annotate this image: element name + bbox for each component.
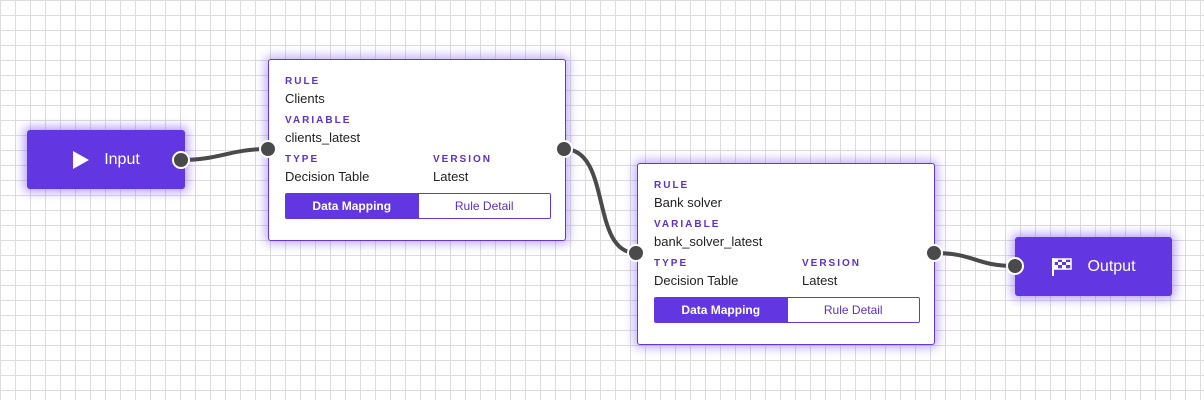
- variable-label: VARIABLE: [654, 219, 721, 230]
- version-label: VERSION: [802, 258, 862, 269]
- rule-field: RULE Clients: [285, 76, 549, 107]
- rule-label: RULE: [654, 180, 690, 191]
- type-label: TYPE: [654, 258, 689, 269]
- bank-solver-in-port[interactable]: [627, 244, 645, 262]
- variable-label: VARIABLE: [285, 115, 352, 126]
- type-label: TYPE: [285, 154, 320, 165]
- input-node-out-port[interactable]: [172, 151, 190, 169]
- rule-label: RULE: [285, 76, 321, 87]
- rule-node-clients[interactable]: RULE Clients VARIABLE clients_latest TYP…: [268, 59, 566, 241]
- clients-out-port[interactable]: [555, 140, 573, 158]
- rule-node-actions: Data Mapping Rule Detail: [285, 193, 551, 219]
- rule-detail-button[interactable]: Rule Detail: [417, 194, 550, 218]
- output-node-label: Output: [1087, 257, 1136, 275]
- input-node[interactable]: Input: [27, 130, 185, 189]
- input-node-label: Input: [104, 150, 140, 168]
- type-value: Decision Table: [285, 169, 370, 184]
- edge-clients-to-bank-solver[interactable]: [563, 147, 637, 255]
- output-node-in-port[interactable]: [1006, 257, 1024, 275]
- type-value: Decision Table: [654, 273, 739, 288]
- bank-solver-out-port[interactable]: [925, 244, 943, 262]
- clients-in-port[interactable]: [259, 140, 277, 158]
- version-value: Latest: [433, 169, 469, 184]
- rule-field: RULE Bank solver: [654, 180, 918, 211]
- play-icon: [72, 150, 90, 170]
- variable-field: VARIABLE clients_latest: [285, 115, 549, 146]
- rule-value: Clients: [285, 91, 325, 106]
- rule-node-actions: Data Mapping Rule Detail: [654, 297, 920, 323]
- data-mapping-button[interactable]: Data Mapping: [286, 194, 418, 218]
- rule-detail-button[interactable]: Rule Detail: [786, 298, 919, 322]
- type-version-row: TYPE Decision Table VERSION Latest: [285, 154, 549, 185]
- output-node[interactable]: Output: [1015, 237, 1172, 296]
- edge-bank-solver-to-output[interactable]: [933, 251, 1016, 268]
- checkered-flag-icon: [1051, 257, 1073, 277]
- version-label: VERSION: [433, 154, 493, 165]
- rule-node-bank-solver[interactable]: RULE Bank solver VARIABLE bank_solver_la…: [637, 163, 935, 345]
- version-value: Latest: [802, 273, 838, 288]
- variable-field: VARIABLE bank_solver_latest: [654, 219, 918, 250]
- variable-value: clients_latest: [285, 130, 361, 145]
- rule-value: Bank solver: [654, 195, 722, 210]
- variable-value: bank_solver_latest: [654, 234, 763, 249]
- type-version-row: TYPE Decision Table VERSION Latest: [654, 258, 918, 289]
- edge-input-to-clients[interactable]: [180, 147, 269, 162]
- data-mapping-button[interactable]: Data Mapping: [655, 298, 787, 322]
